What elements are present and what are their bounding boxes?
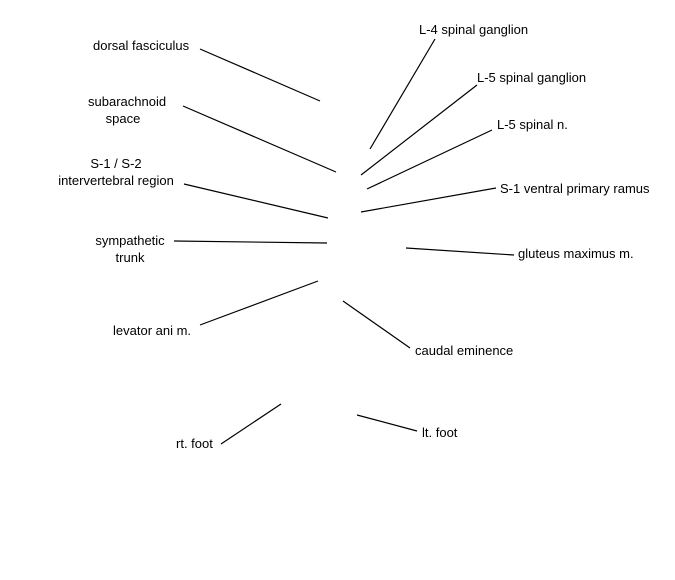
label-subarachnoid-space-line2: space [105, 111, 141, 126]
label-s1-ventral-primary-ramus: S-1 ventral primary ramus [500, 181, 650, 196]
label-s1-s2-line1: S-1 / S-2 [90, 156, 142, 171]
leader-line-l5-spinal-ganglion [360, 84, 478, 176]
leader-line-caudal-eminence [342, 300, 411, 349]
leader-line-lt-foot [356, 414, 418, 432]
label-sympathetic-trunk-line2: trunk [115, 250, 145, 265]
label-s1-s2-intervertebral-region: S-1 / S-2 intervertebral region [50, 155, 182, 189]
leader-line-l5-spinal-nerve [366, 129, 493, 190]
leader-line-s1-s2-intervertebral-region [183, 183, 329, 219]
label-s1-s2-line2: intervertebral region [58, 173, 174, 188]
label-rt-foot: rt. foot [176, 436, 213, 451]
label-subarachnoid-space: subarachnoid space [88, 93, 167, 127]
label-l5-spinal-ganglion: L-5 spinal ganglion [477, 70, 587, 85]
label-lt-foot: lt. foot [422, 425, 458, 440]
leader-line-s1-ventral-primary-ramus [360, 187, 497, 213]
label-subarachnoid-space-line1: subarachnoid [88, 94, 167, 109]
leader-line-gluteus-maximus [405, 247, 515, 256]
label-l5-spinal-nerve: L-5 spinal n. [497, 117, 568, 132]
leader-line-rt-foot [220, 403, 282, 445]
label-l4-spinal-ganglion: L-4 spinal ganglion [419, 22, 529, 37]
leader-line-levator-ani [199, 280, 319, 326]
label-levator-ani: levator ani m. [113, 323, 192, 338]
leader-line-dorsal-fasciculus [199, 48, 321, 102]
label-sympathetic-trunk: sympathetic trunk [88, 232, 172, 266]
leader-line-subarachnoid-space [182, 105, 337, 173]
label-caudal-eminence: caudal eminence [415, 343, 514, 358]
label-gluteus-maximus: gluteus maximus m. [518, 246, 634, 261]
leader-line-sympathetic-trunk [173, 240, 328, 244]
label-dorsal-fasciculus: dorsal fasciculus [93, 38, 190, 53]
label-sympathetic-trunk-line1: sympathetic [95, 233, 165, 248]
leader-line-l4-spinal-ganglion [369, 38, 436, 150]
